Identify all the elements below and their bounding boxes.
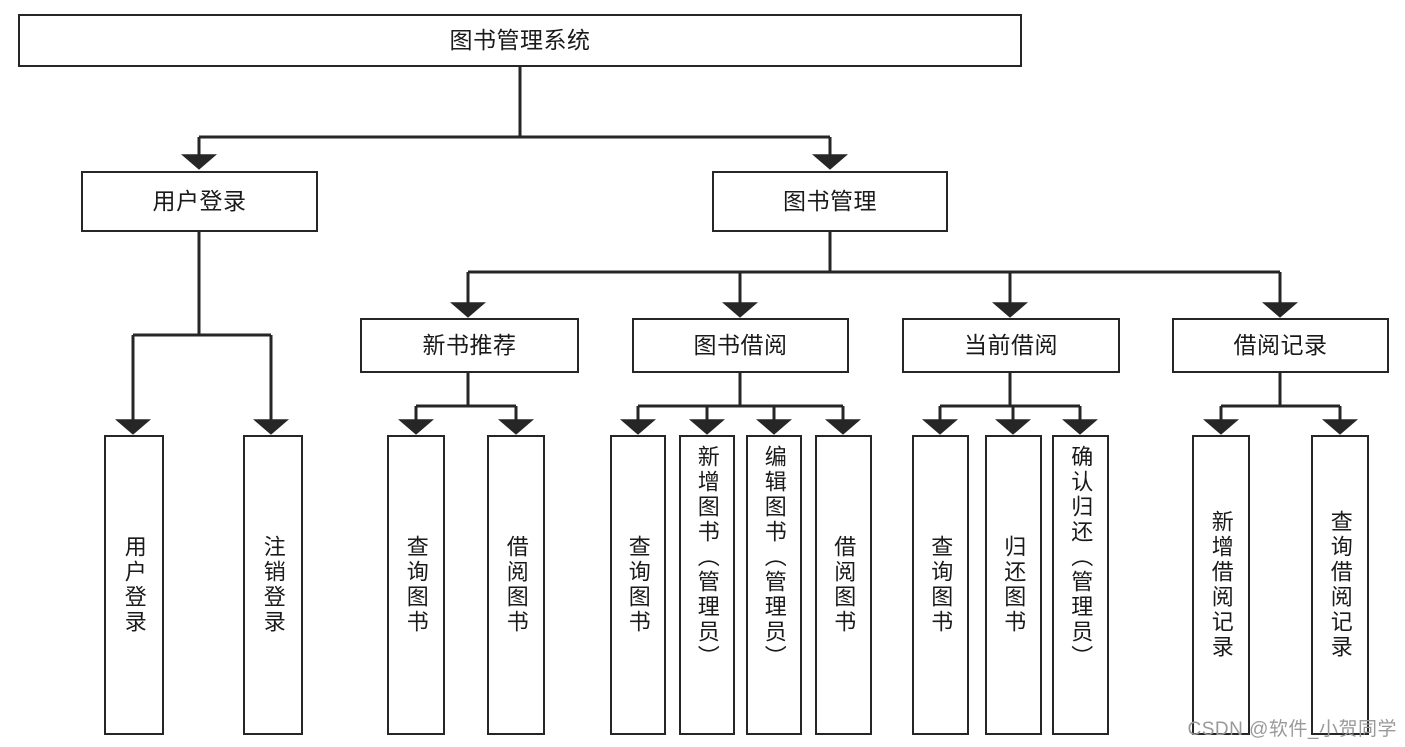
node-current-borrow-label: 当前借阅 <box>964 332 1058 359</box>
node-user-login[interactable]: 用户登录 <box>81 171 318 232</box>
node-leaf-borrow-book-2-label: 借阅图书 <box>831 535 857 635</box>
node-leaf-logout-label: 注销登录 <box>260 535 286 635</box>
node-leaf-edit-book[interactable]: 编辑图书（管理员） <box>746 435 802 735</box>
node-leaf-add-record[interactable]: 新增借阅记录 <box>1192 435 1250 735</box>
node-leaf-query-book-3[interactable]: 查询图书 <box>912 435 969 735</box>
node-user-login-label: 用户登录 <box>152 188 247 215</box>
node-leaf-borrow-book-2[interactable]: 借阅图书 <box>815 435 872 735</box>
node-book-borrow[interactable]: 图书借阅 <box>632 318 849 373</box>
node-borrow-record[interactable]: 借阅记录 <box>1172 318 1389 373</box>
node-borrow-record-label: 借阅记录 <box>1233 332 1328 359</box>
node-leaf-borrow-book-1-label: 借阅图书 <box>503 535 529 635</box>
node-leaf-return-book-label: 归还图书 <box>1001 535 1027 635</box>
node-new-book-rec[interactable]: 新书推荐 <box>360 318 579 373</box>
node-book-manage[interactable]: 图书管理 <box>712 171 948 232</box>
node-leaf-query-record[interactable]: 查询借阅记录 <box>1311 435 1369 735</box>
node-current-borrow[interactable]: 当前借阅 <box>902 318 1120 373</box>
node-leaf-add-record-label: 新增借阅记录 <box>1208 510 1234 660</box>
node-leaf-query-book-1-label: 查询图书 <box>403 535 429 635</box>
node-new-book-rec-label: 新书推荐 <box>422 332 517 359</box>
node-leaf-return-book[interactable]: 归还图书 <box>985 435 1042 735</box>
node-leaf-confirm-return-label: 确认归还（管理员） <box>1068 445 1094 670</box>
node-leaf-query-book-1[interactable]: 查询图书 <box>387 435 445 735</box>
node-root-label: 图书管理系统 <box>449 27 591 54</box>
node-leaf-user-login-label: 用户登录 <box>121 535 147 635</box>
node-leaf-user-login[interactable]: 用户登录 <box>104 435 164 735</box>
node-book-manage-label: 图书管理 <box>783 188 877 215</box>
node-leaf-add-book[interactable]: 新增图书（管理员） <box>679 435 735 735</box>
node-root[interactable]: 图书管理系统 <box>18 14 1022 67</box>
node-leaf-query-book-3-label: 查询图书 <box>928 535 954 635</box>
node-leaf-query-book-2-label: 查询图书 <box>625 535 651 635</box>
node-leaf-add-book-label: 新增图书（管理员） <box>694 445 720 670</box>
node-leaf-query-book-2[interactable]: 查询图书 <box>610 435 666 735</box>
node-book-borrow-label: 图书借阅 <box>693 332 788 359</box>
node-leaf-logout[interactable]: 注销登录 <box>243 435 303 735</box>
node-leaf-borrow-book-1[interactable]: 借阅图书 <box>487 435 545 735</box>
node-leaf-confirm-return[interactable]: 确认归还（管理员） <box>1052 435 1109 735</box>
node-leaf-edit-book-label: 编辑图书（管理员） <box>761 445 787 670</box>
node-leaf-query-record-label: 查询借阅记录 <box>1327 510 1353 660</box>
